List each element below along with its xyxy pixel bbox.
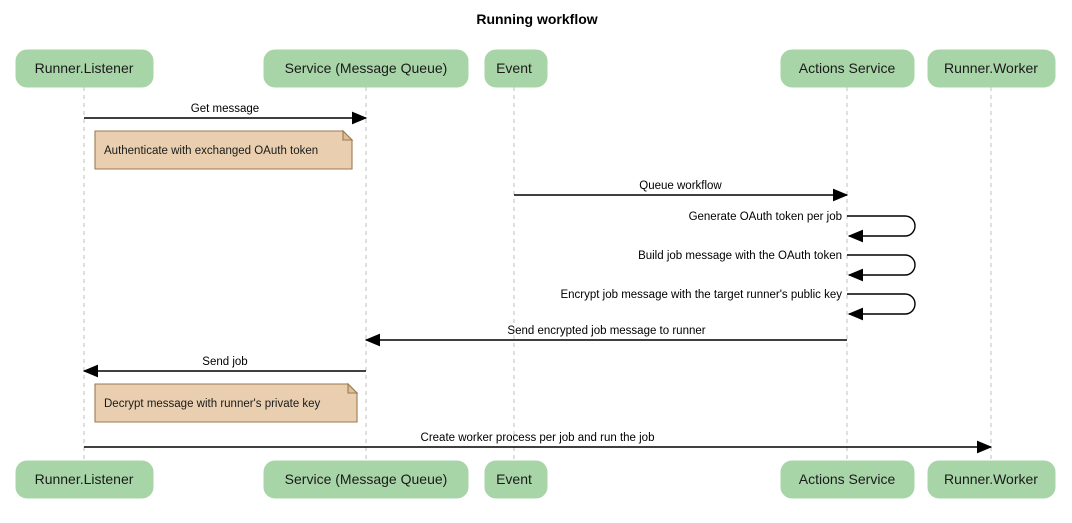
- participant-box: [263, 49, 469, 88]
- participant-runner-listener-top[interactable]: Runner.Listener: [15, 49, 154, 88]
- participant-label: Service (Message Queue): [285, 471, 448, 487]
- self-message-arrow: [847, 215, 916, 243]
- participant-runner-worker-top[interactable]: Runner.Worker: [927, 49, 1056, 88]
- self-message-arrow: [847, 254, 916, 282]
- message-label: Get message: [191, 103, 259, 115]
- note-label: Authenticate with exchanged OAuth token: [104, 145, 318, 157]
- participant-box: [484, 49, 548, 88]
- participant-label: Runner.Worker: [944, 60, 1038, 76]
- participant-label: Runner.Listener: [35, 60, 134, 76]
- message-label: Encrypt job message with the target runn…: [560, 289, 842, 301]
- note-body: [94, 383, 358, 423]
- participant-box: [780, 460, 915, 499]
- participant-label: Runner.Worker: [944, 471, 1038, 487]
- message-build-job-message-with-the-oauth-token[interactable]: Build job message with the OAuth token: [638, 250, 916, 282]
- participant-box: [780, 49, 915, 88]
- page-title: Running workflow: [476, 11, 597, 27]
- message-get-message[interactable]: Get message: [84, 103, 368, 125]
- note-authenticate-with-exchanged-oauth-token[interactable]: Authenticate with exchanged OAuth token: [94, 129, 354, 170]
- note-label: Decrypt message with runner's private ke…: [104, 398, 321, 410]
- self-message-arrow: [847, 293, 916, 321]
- participant-runner-worker-bottom[interactable]: Runner.Worker: [927, 460, 1056, 499]
- participant-service-message-queue-bottom[interactable]: Service (Message Queue): [263, 460, 469, 499]
- message-label: Queue workflow: [639, 180, 722, 192]
- participant-event-top[interactable]: Event: [484, 49, 548, 88]
- participant-service-message-queue-top[interactable]: Service (Message Queue): [263, 49, 469, 88]
- note-fold-corner-icon: [342, 129, 354, 141]
- note-fold-corner-icon: [347, 382, 359, 394]
- message-create-worker-process-per-job-and-run-the-job[interactable]: Create worker process per job and run th…: [84, 432, 993, 454]
- message-generate-oauth-token-per-job[interactable]: Generate OAuth token per job: [689, 211, 916, 243]
- message-send-encrypted-job-message-to-runner[interactable]: Send encrypted job message to runner: [364, 325, 847, 347]
- participant-label: Actions Service: [799, 471, 896, 487]
- message-label: Send encrypted job message to runner: [507, 325, 705, 337]
- participant-box: [484, 460, 548, 499]
- note-body: [94, 130, 353, 170]
- message-label: Generate OAuth token per job: [689, 211, 842, 223]
- note-decrypt-message-with-runners-private-key[interactable]: Decrypt message with runner's private ke…: [94, 382, 359, 423]
- participant-label: Event: [496, 471, 532, 487]
- message-label: Send job: [202, 356, 247, 368]
- lifelines-layer: [83, 87, 992, 461]
- message-send-job[interactable]: Send job: [82, 356, 366, 378]
- participant-actions-service-top[interactable]: Actions Service: [780, 49, 915, 88]
- participant-actions-service-bottom[interactable]: Actions Service: [780, 460, 915, 499]
- participant-label: Actions Service: [799, 60, 896, 76]
- message-label: Create worker process per job and run th…: [421, 432, 655, 444]
- participant-event-bottom[interactable]: Event: [484, 460, 548, 499]
- participant-runner-listener-bottom[interactable]: Runner.Listener: [15, 460, 154, 499]
- participant-box: [15, 460, 154, 499]
- participant-label: Event: [496, 60, 532, 76]
- participant-label: Service (Message Queue): [285, 60, 448, 76]
- participant-box: [927, 460, 1056, 499]
- participant-label: Runner.Listener: [35, 471, 134, 487]
- message-queue-workflow[interactable]: Queue workflow: [514, 180, 849, 202]
- participant-box: [15, 49, 154, 88]
- message-encrypt-job-message-with-the-target-runners-public-key[interactable]: Encrypt job message with the target runn…: [560, 289, 916, 321]
- message-label: Build job message with the OAuth token: [638, 250, 842, 262]
- participant-box: [263, 460, 469, 499]
- notes-layer: Authenticate with exchanged OAuth tokenD…: [94, 129, 359, 423]
- participant-box: [927, 49, 1056, 88]
